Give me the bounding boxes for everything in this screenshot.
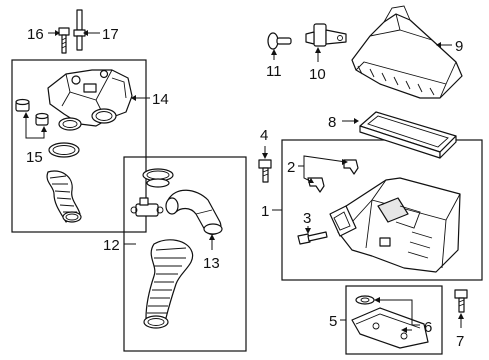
callout-16: 16 — [27, 26, 44, 43]
callout-12: 12 — [103, 237, 120, 254]
grommet-6-upper — [355, 295, 375, 305]
callout-6: 6 — [424, 319, 432, 336]
bolt-16 — [58, 27, 70, 54]
bolt-7 — [454, 289, 468, 313]
callout-15: 15 — [26, 149, 43, 166]
sensor-12 — [130, 197, 164, 217]
air-cleaner-housing-1 — [329, 177, 461, 273]
callout-11: 11 — [266, 63, 282, 80]
push-pin-11 — [267, 32, 292, 50]
leader-lines — [23, 30, 464, 333]
elbow-tube-13 — [165, 189, 223, 235]
callout-3: 3 — [303, 210, 311, 227]
callout-14: 14 — [152, 91, 169, 108]
callout-10: 10 — [309, 66, 326, 83]
group-box-14 — [11, 59, 147, 233]
group-box-12 — [123, 156, 247, 352]
corrugated-duct-12 — [143, 239, 194, 329]
bracket-5 — [351, 307, 429, 349]
callout-1: 1 — [261, 203, 269, 220]
duct-14 — [46, 170, 82, 223]
callout-7: 7 — [456, 333, 464, 350]
bolt-3 — [297, 231, 328, 245]
filter-element-8 — [359, 111, 457, 159]
mass-air-flow-sensor-10 — [305, 23, 347, 47]
air-cleaner-cover-9 — [351, 5, 463, 99]
callout-2: 2 — [287, 159, 295, 176]
callout-17: 17 — [102, 26, 119, 43]
callout-9: 9 — [455, 38, 463, 55]
clip-2-right — [343, 159, 359, 175]
callout-4: 4 — [260, 127, 268, 144]
stud-17 — [73, 9, 86, 51]
bolt-4 — [258, 159, 272, 183]
callout-8: 8 — [328, 114, 336, 131]
clamp-ring-12 — [142, 168, 174, 188]
resonator-14 — [47, 69, 133, 131]
clamp-ring-14 — [48, 142, 80, 158]
grommet-15-lower — [35, 112, 49, 126]
grommet-15-upper — [15, 98, 30, 112]
callout-13: 13 — [203, 255, 220, 272]
callout-5: 5 — [329, 313, 337, 330]
